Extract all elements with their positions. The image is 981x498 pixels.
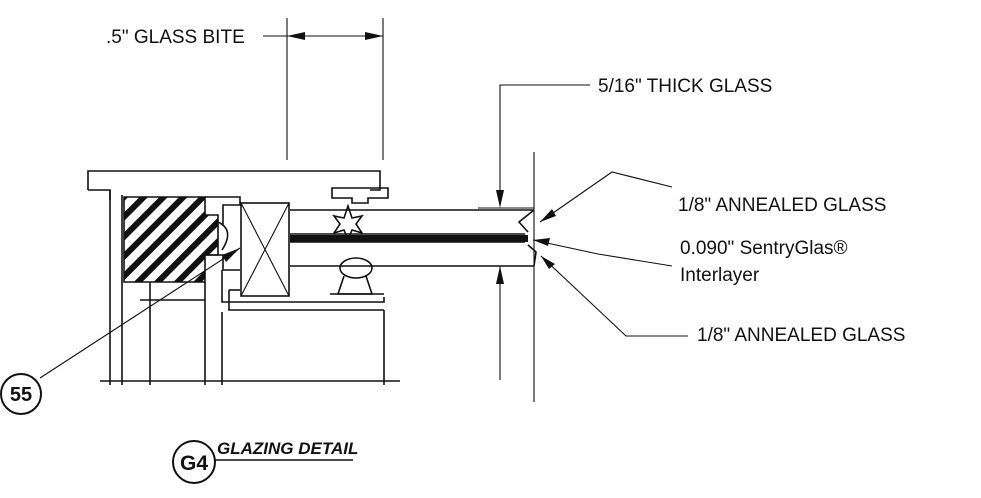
detail-tag: G4 bbox=[180, 452, 208, 475]
hatched-gasket bbox=[123, 196, 219, 283]
dimension-arrow-left bbox=[287, 32, 305, 40]
leader-arrow-55 bbox=[222, 248, 240, 262]
top-wedge-gasket bbox=[331, 187, 389, 243]
interlayer-label-line2: Interlayer bbox=[680, 265, 760, 286]
callout-bubble-55: 55 bbox=[0, 373, 42, 415]
setting-block bbox=[240, 202, 290, 297]
detail-bubble bbox=[172, 440, 216, 484]
leader-arrow-top bbox=[540, 209, 556, 222]
thick-glass-label: 5/16" THICK GLASS bbox=[598, 76, 772, 97]
interlayer-label-line1: 0.090" SentryGlas® bbox=[680, 238, 848, 259]
laminated-glass bbox=[290, 209, 537, 267]
interlayer bbox=[290, 235, 528, 242]
bottom-bulb-gasket bbox=[330, 257, 384, 295]
dimension-arrow-right bbox=[365, 32, 383, 40]
leader-lines bbox=[39, 171, 688, 379]
detail-title-text: GLAZING DETAIL bbox=[217, 439, 358, 458]
annealed-glass-bottom-label: 1/8" ANNEALED GLASS bbox=[697, 325, 905, 346]
leader-arrow-bottom bbox=[541, 256, 555, 269]
glass-bite-dimension bbox=[263, 18, 384, 160]
detail-title: G4 GLAZING DETAIL bbox=[172, 439, 358, 484]
callout-tag: 55 bbox=[10, 384, 32, 406]
thickness-arrow-bottom bbox=[496, 266, 504, 284]
leader-arrow-interlayer bbox=[533, 238, 550, 246]
thickness-arrow-top bbox=[496, 190, 504, 208]
annealed-glass-top-label: 1/8" ANNEALED GLASS bbox=[678, 195, 886, 216]
frame-extrusion bbox=[87, 170, 400, 385]
glass-bite-label: .5" GLASS BITE bbox=[106, 27, 245, 48]
